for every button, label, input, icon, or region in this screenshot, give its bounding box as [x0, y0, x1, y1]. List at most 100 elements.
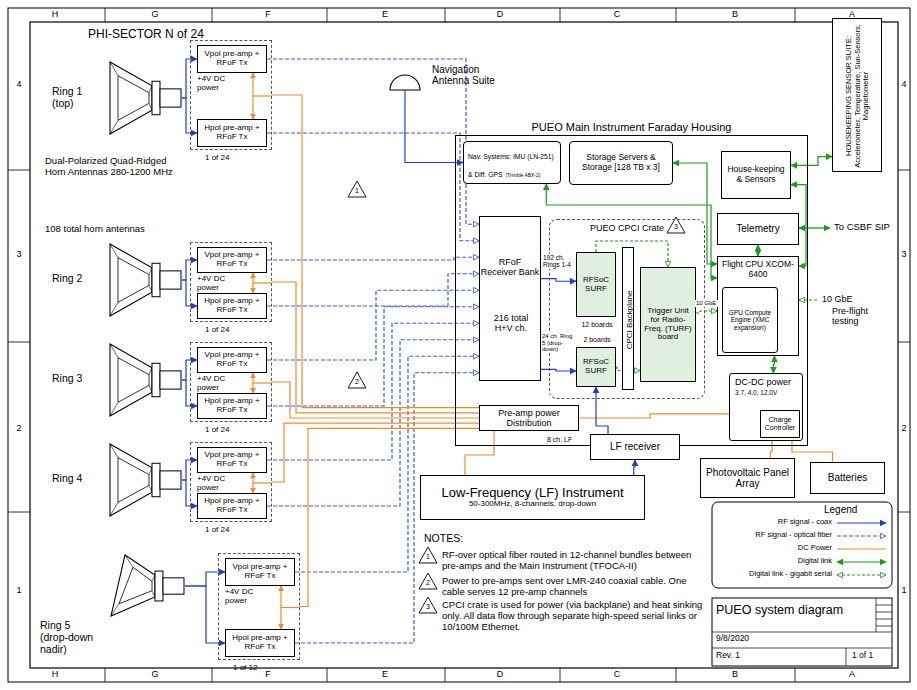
grid-number: 3	[13, 249, 25, 259]
process-box: Storage Servers & Storage [128 TB x 3]	[569, 141, 673, 185]
node-text: Hpol pre-amp + RFoF Tx	[200, 397, 264, 415]
horn-outline	[110, 62, 152, 134]
horn-ridge	[110, 402, 118, 416]
process-box: Low-Frequency (LF) Instrument50-300MHz, …	[420, 475, 645, 520]
title-block-line	[712, 648, 892, 649]
board-box: RFSoC SURF2 boards	[576, 347, 616, 387]
node-text: +4V DC power	[225, 588, 271, 606]
node-text: +4V DC power	[197, 475, 243, 493]
node-text: CPCI Backplane	[625, 290, 634, 349]
horn-drawing	[40, 552, 185, 620]
callout-number: 3	[422, 603, 434, 611]
grid-number: 1	[13, 585, 25, 595]
node-text: 1 of 12	[233, 664, 257, 673]
grid-letter: B	[729, 9, 741, 19]
legend-text: Digital link	[716, 557, 832, 566]
process-box: Charge Controller	[760, 410, 800, 438]
node-text: Ring 1 (top)	[52, 86, 106, 110]
horn-outline	[110, 344, 152, 416]
horn-feed	[160, 471, 181, 489]
grid-letter: G	[149, 669, 161, 679]
grid-number: 3	[898, 249, 910, 259]
horn-ridge	[110, 244, 118, 258]
grid-letter: F	[262, 669, 274, 679]
preamp-box: Hpol pre-amp + RFoF Tx	[197, 293, 267, 319]
connector	[295, 356, 479, 572]
process-box: RFoF Receiver Bank216 total H+V ch.	[479, 216, 541, 381]
text-holder: Batteries	[811, 463, 884, 493]
node-text: 12 boards	[571, 321, 623, 329]
board-box: Trigger Unit for Radio-Freq. (TURF) boar…	[640, 267, 696, 382]
connector	[579, 414, 729, 418]
drawing-frame	[30, 22, 898, 668]
sector-heading: PHI-SECTOR N of 24	[88, 28, 258, 42]
node-text: (Trimble ABX-2)	[505, 173, 540, 178]
text-holder: Vpol pre-amp + RFoF Tx	[198, 46, 266, 72]
note-text: CPCI crate is used for power (via backpl…	[442, 600, 708, 633]
text-holder	[40, 552, 185, 620]
connector	[596, 387, 608, 434]
node-text: 1 of 24	[205, 526, 229, 535]
preamp-group: +4V DC power1 of 24Vpol pre-amp + RFoF T…	[190, 342, 272, 422]
process-box: LF receiver	[590, 434, 680, 460]
title-block-line	[846, 648, 847, 666]
legend-sample	[837, 522, 886, 523]
connector	[267, 290, 479, 360]
note-text: Power to pre-amps sent over LMR-240 coax…	[442, 576, 708, 598]
crate-group: PUEO CPCI CrateRFSoC SURF12 boardsRFSoC …	[549, 219, 705, 399]
link-label: To CSBF SIP	[834, 222, 890, 233]
connector	[185, 586, 225, 643]
horn-outline	[111, 555, 155, 616]
grid-letter: H	[49, 9, 61, 19]
node-text: +4V DC power	[197, 275, 243, 293]
node-text: 2 boards	[571, 336, 623, 344]
power-wire	[280, 586, 281, 629]
preamp-group: +4V DC power1 of 24Vpol pre-amp + RFoF T…	[190, 242, 272, 322]
power-wire	[253, 482, 272, 483]
node-text: 216 total H+V ch.	[486, 313, 536, 333]
horn-ridge	[118, 258, 149, 303]
horn-ridge	[110, 120, 118, 134]
grid-letter: C	[611, 669, 623, 679]
text-holder: RFSoC SURF	[577, 348, 615, 386]
faraday-housing: PUEO Main Instrument Faraday HousingNav.…	[455, 135, 808, 446]
node-text: Accelerometer, Temperature, Sun-Sensors,…	[854, 21, 871, 171]
node-text: HOUSEKEEPING SENSOR SUITE:	[845, 36, 853, 156]
grid-tick	[676, 8, 677, 22]
grid-tick	[795, 668, 796, 682]
connector	[791, 157, 832, 166]
grid-number: 4	[898, 79, 910, 89]
legend-text: RF signal - coax	[716, 518, 832, 527]
connector	[757, 245, 758, 256]
node-text: Photovoltaic Panel Array	[703, 467, 792, 489]
callout-triangle	[419, 597, 437, 613]
preamp-box: Vpol pre-amp + RFoF Tx	[197, 447, 267, 473]
connector	[696, 311, 717, 313]
title-block-line	[876, 605, 892, 606]
grid-tick	[105, 668, 106, 682]
horn-antenna: Ring 4	[52, 442, 182, 518]
connector	[673, 163, 717, 264]
node-text: +4V DC power	[197, 75, 243, 93]
grid-tick	[327, 8, 328, 22]
text-holder: CPCI Backplane	[623, 248, 635, 391]
node-text: Hpol pre-amp + RFoF Tx	[200, 297, 264, 315]
sheet-border	[8, 8, 910, 682]
grid-tick	[898, 512, 910, 513]
diagram-title: PUEO system diagram	[716, 603, 843, 617]
text-holder: Low-Frequency (LF) Instrument50-300MHz, …	[421, 476, 644, 519]
node-text: Hpol pre-amp + RFoF Tx	[200, 497, 264, 515]
horn-antenna: Ring 5 (drop-down nadir)	[40, 552, 185, 620]
grid-number: 2	[898, 423, 910, 433]
text-holder: Pre-amp power Distribution	[480, 406, 578, 430]
title-block-line	[876, 598, 877, 632]
horn-ridge	[110, 344, 118, 358]
text-holder: GPU Compute Engine (XMC expansion)	[723, 288, 777, 352]
node-text: 1 of 24	[205, 154, 229, 163]
connector	[267, 133, 479, 241]
callout-triangle	[348, 181, 366, 197]
legend-box	[712, 502, 892, 588]
legend-title: Legend	[824, 504, 857, 516]
grid-tick	[560, 668, 561, 682]
horn-flange	[152, 363, 160, 396]
